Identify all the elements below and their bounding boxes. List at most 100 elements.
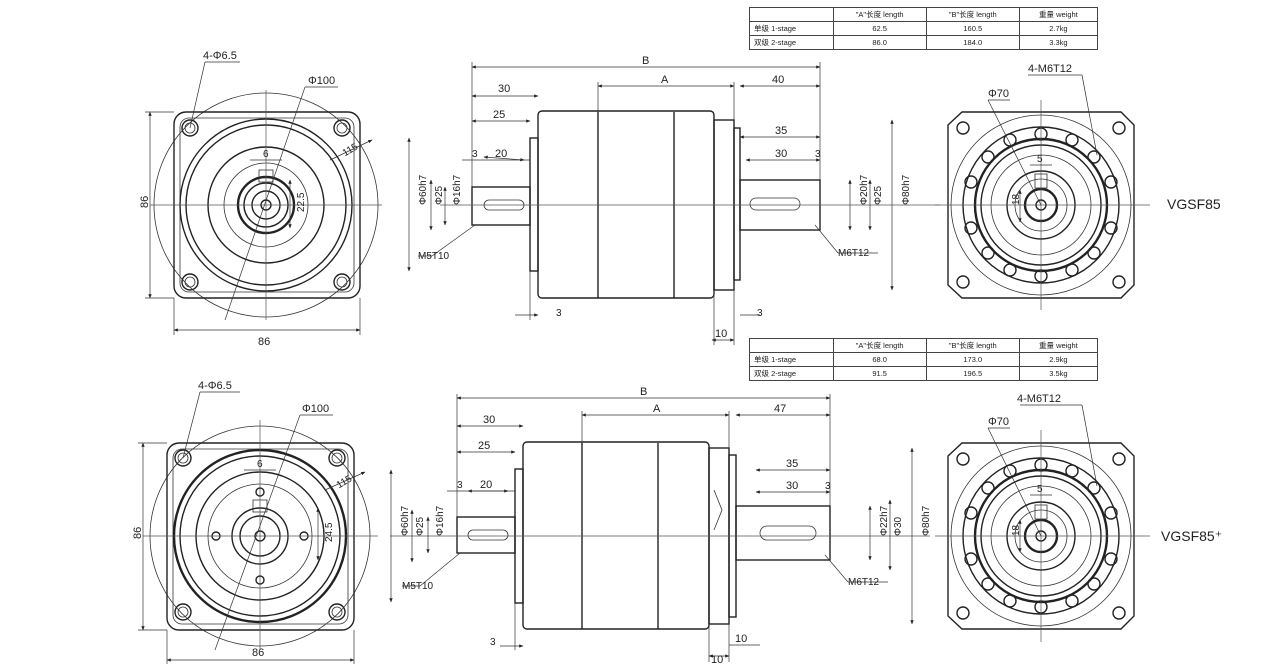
table-cell: 单级 1-stage [749,352,834,367]
vgsf85plus-out-height-label: 18 [1011,524,1022,536]
vgsf85plus-out-key-label: 5 [1037,484,1043,495]
vgsf85plus-phi30-label: Φ30 [893,516,904,536]
vgsf85-spec-table: "A"长度 length "B"长度 length 重量 weight 单级 1… [749,7,1099,50]
vgsf85-phi25-label: Φ25 [434,185,445,205]
table-header-cell: "A"长度 length [832,338,927,353]
vgsf85-m6-label: M6T12 [838,248,870,259]
vgsf85plus-phi25-label: Φ25 [415,516,426,536]
table-header-row: "A"长度 length "B"长度 length 重量 weight [749,338,1099,353]
vgsf85plus-output-front-view: 4-M6T12 Φ70 5 18 [935,393,1150,642]
vgsf85plus-30b-label: 30 [786,480,798,492]
table-cell: 3.3kg [1018,35,1099,50]
table-cell: 86.0 [832,35,927,50]
table-row: 双级 2-stage 86.0 184.0 3.3kg [749,35,1099,50]
vgsf85-model-label: VGSF85 [1167,196,1221,212]
table-cell: 68.0 [832,352,927,367]
table-row: 单级 1-stage 68.0 173.0 2.9kg [749,352,1099,367]
vgsf85plus-b-label: B [640,386,647,398]
table-cell: 184.0 [925,35,1020,50]
vgsf85-flange-diag-label: 115 [341,141,361,159]
vgsf85-key-width-label: 6 [263,149,269,160]
vgsf85-35-label: 35 [775,125,787,137]
vgsf85plus-47-label: 47 [774,403,786,415]
table-header-cell: 重量 weight [1018,7,1099,22]
vgsf85-input-front-view: 4-Φ6.5 Φ100 115 6 22.5 86 86 [139,50,382,348]
vgsf85-holes-label: 4-Φ6.5 [203,50,237,62]
vgsf85plus-key-width-label: 6 [257,459,263,470]
vgsf85-square-height-label: 86 [139,196,151,208]
vgsf85-pcd-label: Φ100 [308,75,335,87]
vgsf85-drawing: 4-Φ6.5 Φ100 115 6 22.5 86 86 [139,50,1150,348]
vgsf85plus-spec-table: "A"长度 length "B"长度 length 重量 weight 单级 1… [749,338,1099,381]
table-cell: 双级 2-stage [749,35,834,50]
vgsf85plus-3c-label: 3 [490,637,496,648]
vgsf85plus-phi16-label: Φ16h7 [435,505,446,536]
table-cell: 2.9kg [1018,352,1099,367]
vgsf85plus-input-front-view: 4-Φ6.5 Φ100 115 6 24.5 86 86 [132,380,378,664]
vgsf85plus-phi80-label: Φ80h7 [921,505,932,536]
table-cell: 160.5 [925,21,1020,36]
vgsf85plus-10b-label: 10 [735,633,747,645]
vgsf85plus-shaft-height-label: 24.5 [324,522,335,542]
table-cell: 3.5kg [1018,366,1099,381]
vgsf85-phi16-label: Φ16h7 [452,174,463,205]
vgsf85-phi20-label: Φ20h7 [859,174,870,205]
vgsf85plus-10-label: 10 [711,654,723,665]
vgsf85plus-3a-label: 3 [457,480,463,491]
vgsf85-3c-label: 3 [556,308,562,319]
vgsf85-phi25b-label: Φ25 [873,185,884,205]
vgsf85plus-phi60-label: Φ60h7 [400,505,411,536]
vgsf85plus-20-label: 20 [480,479,492,491]
vgsf85plus-pcd-label: Φ100 [302,403,329,415]
vgsf85plus-25-label: 25 [478,440,490,452]
vgsf85-a-label: A [661,74,669,86]
vgsf85plus-square-height-label: 86 [132,527,144,539]
table-cell: 196.5 [925,366,1020,381]
table-cell: 91.5 [832,366,927,381]
table-cell: 173.0 [925,352,1020,367]
vgsf85-out-key-label: 5 [1037,154,1043,165]
vgsf85-25-label: 25 [493,109,505,121]
vgsf85plus-output-bolt-ring [964,458,1118,614]
vgsf85-m5-label: M5T10 [418,251,450,262]
vgsf85-shaft-height-label: 22.5 [296,192,307,212]
table-cell: 双级 2-stage [749,366,834,381]
table-cell: 62.5 [832,21,927,36]
table-header-cell [749,338,834,353]
vgsf85plus-3b-label: 3 [825,481,831,492]
vgsf85plus-model-label: VGSF85⁺ [1161,528,1223,544]
vgsf85-side-view: B A 30 40 25 3 20 35 30 3 3 10 3 Φ60h7 Φ… [407,55,940,345]
table-header-cell [749,7,834,22]
table-header-cell: 重量 weight [1018,338,1099,353]
vgsf85plus-m5-label: M5T10 [402,581,434,592]
table-row: 单级 1-stage 62.5 160.5 2.7kg [749,21,1099,36]
vgsf85plus-phi22-label: Φ22h7 [879,505,890,536]
vgsf85plus-flange-diag-label: 115 [335,473,355,491]
vgsf85-10-label: 10 [715,328,727,340]
vgsf85plus-square-width-label: 86 [252,647,264,659]
vgsf85-3b-label: 3 [815,149,821,160]
vgsf85plus-side-view: B A 30 47 25 3 20 35 30 3 3 10 10 Φ60h7 … [389,386,932,665]
vgsf85plus-a-label: A [653,403,661,415]
vgsf85plus-35-label: 35 [786,458,798,470]
vgsf85-30-label: 30 [498,83,510,95]
table-header-cell: "B"长度 length [925,338,1020,353]
table-header-row: "A"长度 length "B"长度 length 重量 weight [749,7,1099,22]
vgsf85-30b-label: 30 [775,148,787,160]
vgsf85-40-label: 40 [772,74,784,86]
vgsf85-out-holes-label: 4-M6T12 [1028,63,1072,75]
vgsf85-out-height-label: 18 [1011,193,1022,205]
vgsf85-square-width-label: 86 [258,336,270,348]
vgsf85-b-label: B [642,55,649,67]
vgsf85plus-m6-label: M6T12 [848,577,880,588]
vgsf85-3d-label: 3 [757,308,763,319]
vgsf85-20-label: 20 [495,148,507,160]
vgsf85plus-holes-label: 4-Φ6.5 [198,380,232,392]
table-cell: 单级 1-stage [749,21,834,36]
vgsf85plus-out-holes-label: 4-M6T12 [1017,393,1061,405]
vgsf85plus-30-label: 30 [483,414,495,426]
table-row: 双级 2-stage 91.5 196.5 3.5kg [749,366,1099,381]
vgsf85plus-drawing: 4-Φ6.5 Φ100 115 6 24.5 86 86 [132,380,1150,665]
vgsf85-3a-label: 3 [472,149,478,160]
